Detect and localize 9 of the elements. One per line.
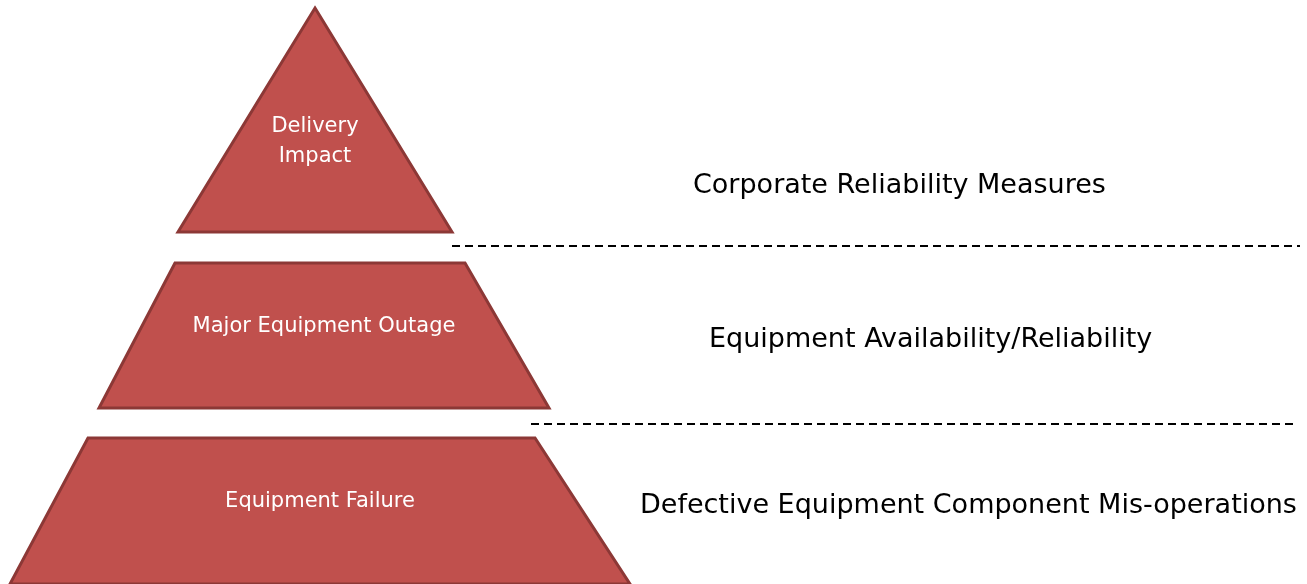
level-label: Major Equipment Outage [191, 311, 457, 339]
pyramid-top-triangle [178, 8, 452, 232]
pyramid-level-trapezoid [99, 263, 549, 408]
level-description: Corporate Reliability Measures [693, 168, 1106, 199]
level-label: Delivery Impact [270, 111, 360, 169]
level-label: Equipment Failure [224, 486, 416, 514]
pyramid-level-trapezoid [10, 438, 630, 584]
level-description: Equipment Availability/Reliability [709, 322, 1153, 353]
level-description: Defective Equipment Component Mis-operations [640, 488, 1297, 519]
